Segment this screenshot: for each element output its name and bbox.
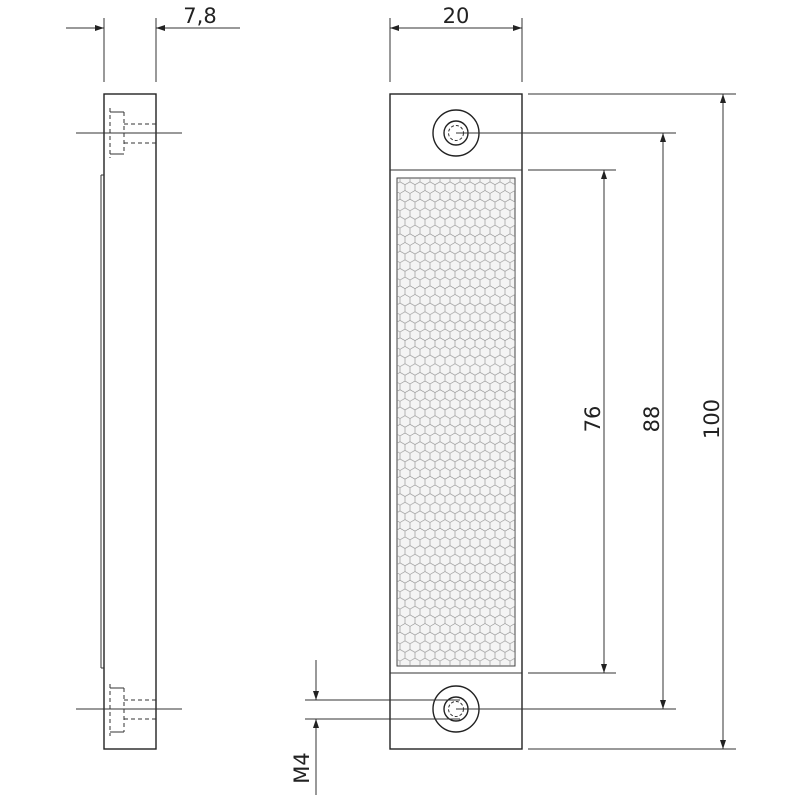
- dim-overall-length: 100: [700, 94, 726, 749]
- dim-front-width: 20: [389, 4, 523, 82]
- side-view: 7,8: [66, 4, 240, 750]
- side-top-hidden-hole: [76, 108, 182, 158]
- dim-reflector-length-label: 76: [581, 406, 605, 433]
- front-view: 20 76 88 100 M4: [290, 4, 736, 795]
- dim-front-width-label: 20: [443, 4, 470, 28]
- dim-hole-spacing: 88: [640, 133, 666, 709]
- dim-hole-spacing-label: 88: [640, 406, 664, 433]
- side-bottom-hidden-hole: [76, 684, 182, 736]
- reflector-honeycomb: [397, 178, 515, 666]
- side-body: [103, 93, 157, 750]
- dim-thread: M4: [290, 660, 460, 795]
- dim-reflector-length: 76: [581, 170, 607, 673]
- dim-overall-length-label: 100: [700, 399, 724, 439]
- dim-side-thickness: 7,8: [66, 4, 240, 82]
- dim-side-thickness-label: 7,8: [183, 4, 216, 28]
- dim-thread-label: M4: [290, 752, 314, 783]
